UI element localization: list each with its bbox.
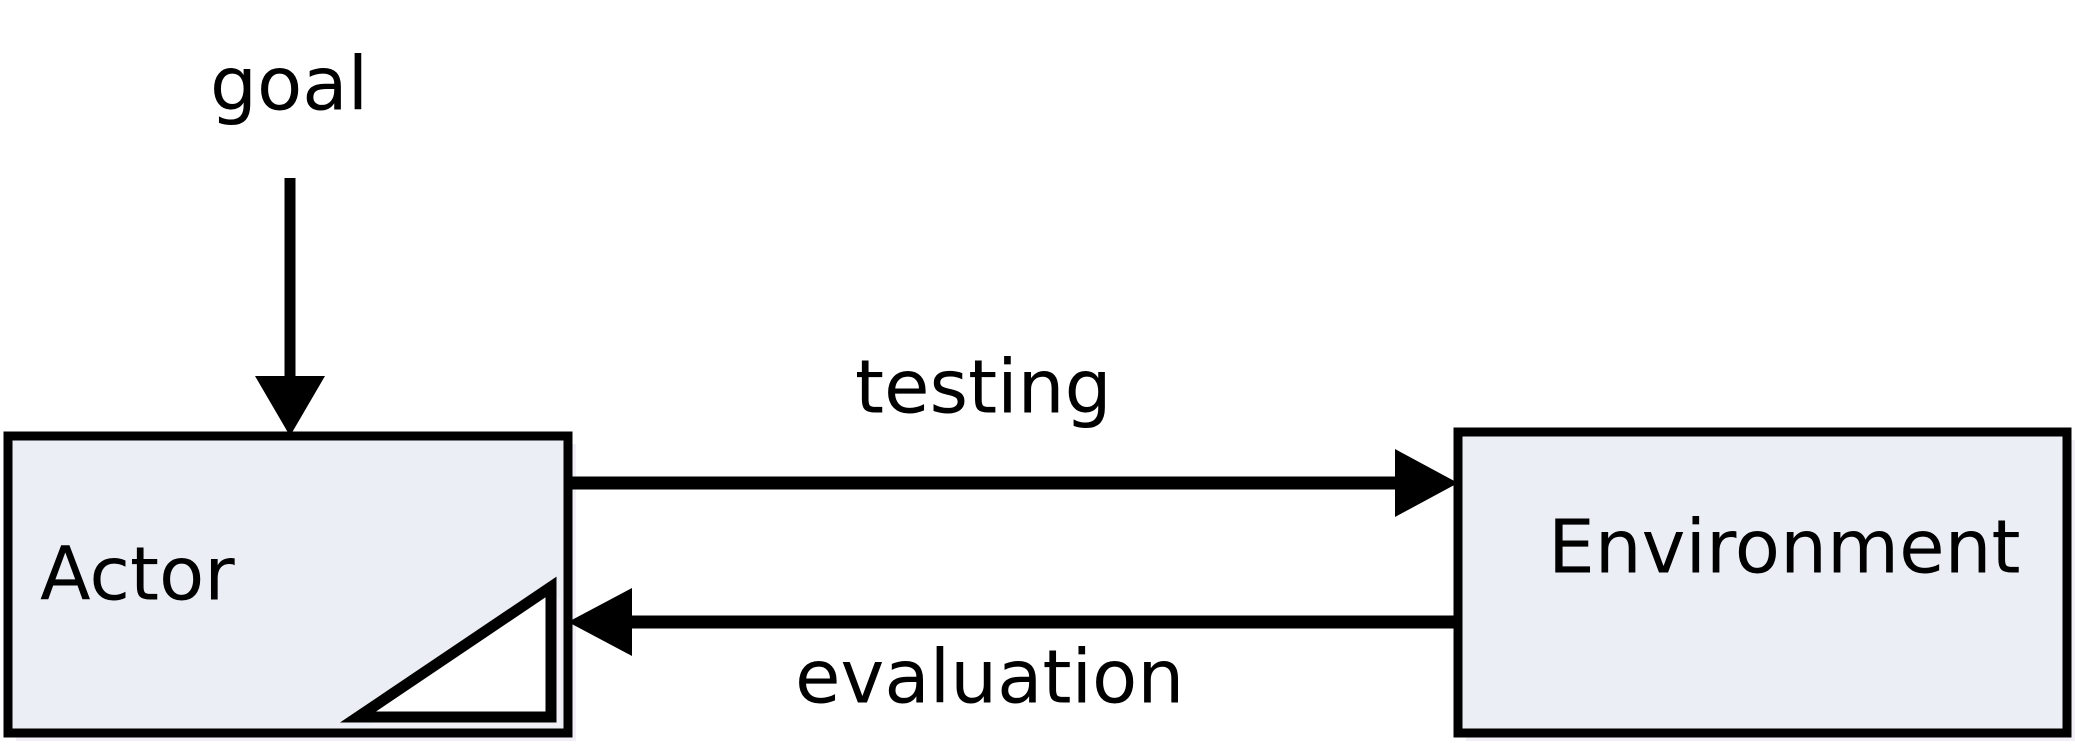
- actor-label: Actor: [40, 531, 235, 617]
- environment-box[interactable]: [1453, 427, 2072, 738]
- environment-label: Environment: [1548, 504, 2021, 590]
- evaluation-label: evaluation: [795, 634, 1184, 720]
- evaluation-arrowhead-icon: [568, 588, 632, 656]
- triangle-badge[interactable]: [339, 576, 561, 727]
- node-environment[interactable]: Environment: [1453, 427, 2075, 741]
- goal-label: goal: [210, 41, 368, 127]
- edge-goal[interactable]: goal: [210, 41, 368, 436]
- triangle-badge-shape[interactable]: [339, 576, 557, 723]
- node-actor[interactable]: Actor: [3, 431, 576, 741]
- edge-evaluation[interactable]: evaluation: [568, 588, 1458, 720]
- testing-arrowhead-icon: [1395, 449, 1458, 517]
- edge-testing[interactable]: testing: [568, 344, 1458, 517]
- testing-label: testing: [855, 344, 1112, 430]
- goal-arrowhead-icon: [255, 376, 325, 436]
